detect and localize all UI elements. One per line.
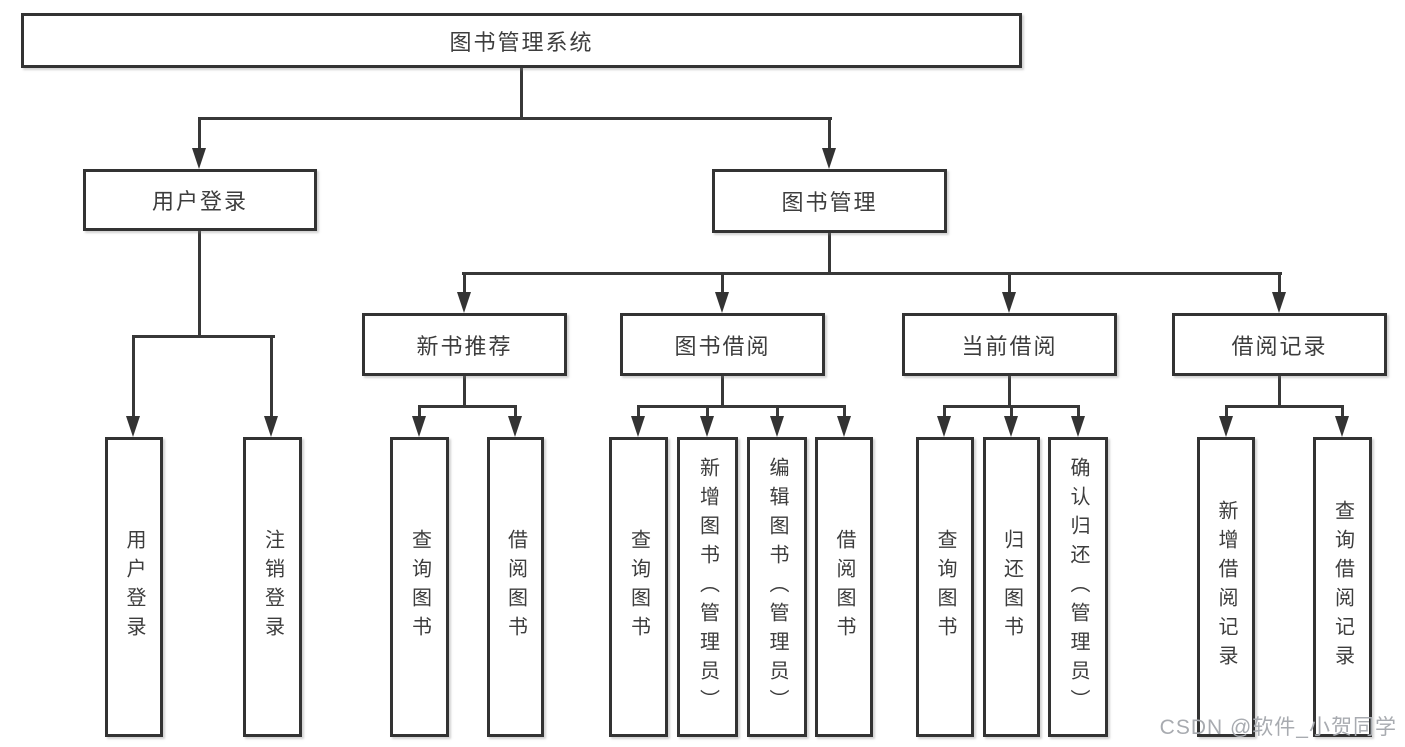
leaf-query-book-recommend: 查询图书	[390, 437, 449, 737]
connector-line	[828, 117, 831, 150]
connector-line	[637, 405, 640, 418]
leaf-query-borrow-record: 查询借阅记录	[1313, 437, 1372, 737]
node-label: 注销登录	[261, 529, 284, 645]
arrow-head-icon	[937, 416, 951, 437]
leaf-query-book-current: 查询图书	[916, 437, 974, 737]
watermark: CSDN @软件_小贺同学	[1159, 716, 1397, 739]
node-label: 图书管理系统	[449, 29, 594, 55]
connector-line	[828, 233, 831, 275]
leaf-borrow-book-recommend: 借阅图书	[487, 437, 544, 737]
node-label: 查询图书	[627, 529, 650, 645]
arrow-head-icon	[1002, 292, 1016, 313]
connector-line	[776, 405, 779, 418]
connector-line	[1008, 272, 1011, 294]
leaf-add-borrow-record: 新增借阅记录	[1197, 437, 1255, 737]
connector-line	[843, 405, 846, 418]
connector-line	[520, 68, 523, 120]
node-label: 借阅记录	[1231, 333, 1328, 359]
connector-line	[1278, 272, 1281, 294]
connector-line	[1225, 405, 1344, 408]
leaf-logout: 注销登录	[243, 437, 302, 737]
arrow-head-icon	[631, 416, 645, 437]
arrow-head-icon	[837, 416, 851, 437]
node-current-borrow: 当前借阅	[902, 313, 1117, 376]
node-label: 图书借阅	[674, 333, 771, 359]
arrow-head-icon	[192, 148, 206, 169]
arrow-head-icon	[1272, 292, 1286, 313]
leaf-borrow-book: 借阅图书	[815, 437, 873, 737]
arrow-head-icon	[264, 416, 278, 437]
arrow-head-icon	[715, 292, 729, 313]
arrow-head-icon	[126, 416, 140, 437]
node-label: 确认归还（管理员）	[1067, 456, 1089, 718]
arrow-head-icon	[822, 148, 836, 169]
node-label: 归还图书	[1000, 529, 1023, 645]
node-label: 查询图书	[408, 529, 431, 645]
connector-line	[462, 272, 1282, 275]
connector-line	[463, 376, 466, 408]
arrow-head-icon	[457, 292, 471, 313]
arrow-head-icon	[1071, 416, 1085, 437]
connector-line	[637, 405, 846, 408]
node-label: 编辑图书（管理员）	[766, 456, 788, 718]
node-new-book-recommend: 新书推荐	[362, 313, 567, 376]
arrow-head-icon	[508, 416, 522, 437]
node-user-login: 用户登录	[83, 169, 317, 231]
node-book-management: 图书管理	[712, 169, 947, 233]
connector-line	[132, 335, 135, 418]
leaf-confirm-return-admin: 确认归还（管理员）	[1048, 437, 1108, 737]
connector-line	[1225, 405, 1228, 418]
connector-line	[198, 117, 201, 150]
node-label: 查询图书	[934, 529, 956, 645]
node-label: 用户登录	[123, 529, 145, 645]
connector-line	[418, 405, 517, 408]
node-label: 新增图书（管理员）	[696, 456, 719, 718]
connector-line	[706, 405, 709, 418]
connector-line	[1278, 376, 1281, 408]
leaf-user-login: 用户登录	[105, 437, 163, 737]
arrow-head-icon	[412, 416, 426, 437]
node-root-system: 图书管理系统	[21, 13, 1022, 68]
connector-line	[270, 335, 273, 418]
connector-line	[198, 231, 201, 338]
node-label: 借阅图书	[833, 529, 855, 645]
node-borrow-records: 借阅记录	[1172, 313, 1387, 376]
leaf-query-book-borrow: 查询图书	[609, 437, 668, 737]
connector-line	[721, 272, 724, 294]
connector-line	[418, 405, 421, 418]
connector-line	[1008, 376, 1011, 408]
connector-line	[1010, 405, 1013, 418]
connector-line	[1077, 405, 1080, 418]
node-label: 新书推荐	[416, 333, 513, 359]
connector-line	[514, 405, 517, 418]
node-label: 查询借阅记录	[1331, 500, 1354, 674]
arrow-head-icon	[700, 416, 714, 437]
node-label: 借阅图书	[504, 529, 527, 645]
arrow-head-icon	[1219, 416, 1233, 437]
arrow-head-icon	[1335, 416, 1349, 437]
node-label: 当前借阅	[961, 333, 1058, 359]
node-label: 图书管理	[781, 190, 878, 215]
connector-line	[1341, 405, 1344, 418]
leaf-return-book: 归还图书	[983, 437, 1040, 737]
connector-line	[198, 117, 832, 120]
node-label: 用户登录	[151, 189, 248, 214]
leaf-add-book-admin: 新增图书（管理员）	[677, 437, 738, 737]
connector-line	[721, 376, 724, 408]
node-label: 新增借阅记录	[1215, 500, 1237, 674]
leaf-edit-book-admin: 编辑图书（管理员）	[747, 437, 807, 737]
connector-line	[132, 335, 275, 338]
node-book-borrow: 图书借阅	[620, 313, 825, 376]
connector-line	[943, 405, 946, 418]
arrow-head-icon	[770, 416, 784, 437]
connector-line	[463, 272, 466, 294]
arrow-head-icon	[1004, 416, 1018, 437]
